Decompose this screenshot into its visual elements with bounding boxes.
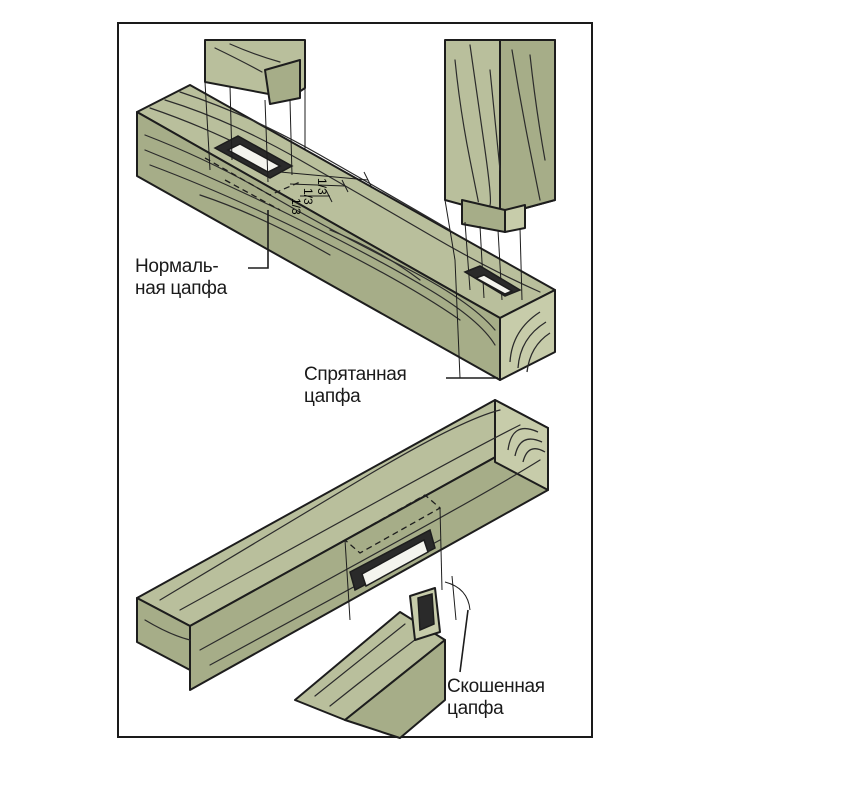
normal-tenon-label-line1: Нормаль- [135, 256, 219, 277]
dimension-marks [279, 171, 373, 203]
bevel-tenon-label: Скошенная цапфа [447, 676, 545, 720]
upper-left-post [204, 39, 306, 183]
lower-beam [136, 399, 549, 691]
dim-label-2: 1/3 [301, 188, 315, 205]
leader-bevel [459, 609, 469, 673]
bevel-tenon-label-line2: цапфа [447, 698, 504, 719]
hidden-tenon-label-line2: цапфа [304, 386, 361, 407]
normal-tenon-label: Нормаль- ная цапфа [135, 256, 227, 300]
hidden-mortise [454, 259, 522, 379]
bevel-tenon-label-line1: Скошенная [447, 676, 545, 697]
upper-right-post [444, 39, 556, 301]
hidden-tenon-label: Спрятанная цапфа [304, 364, 407, 408]
dim-label-3: 1/3 [289, 198, 303, 215]
leader-normal [248, 210, 269, 269]
dim-label-1: 1/3 [315, 178, 329, 195]
lower-angled-post [294, 575, 471, 739]
normal-tenon-label-line2: ная цапфа [135, 278, 227, 299]
bevel-mortise [343, 494, 443, 621]
hidden-tenon-label-line1: Спрятанная [304, 364, 407, 385]
